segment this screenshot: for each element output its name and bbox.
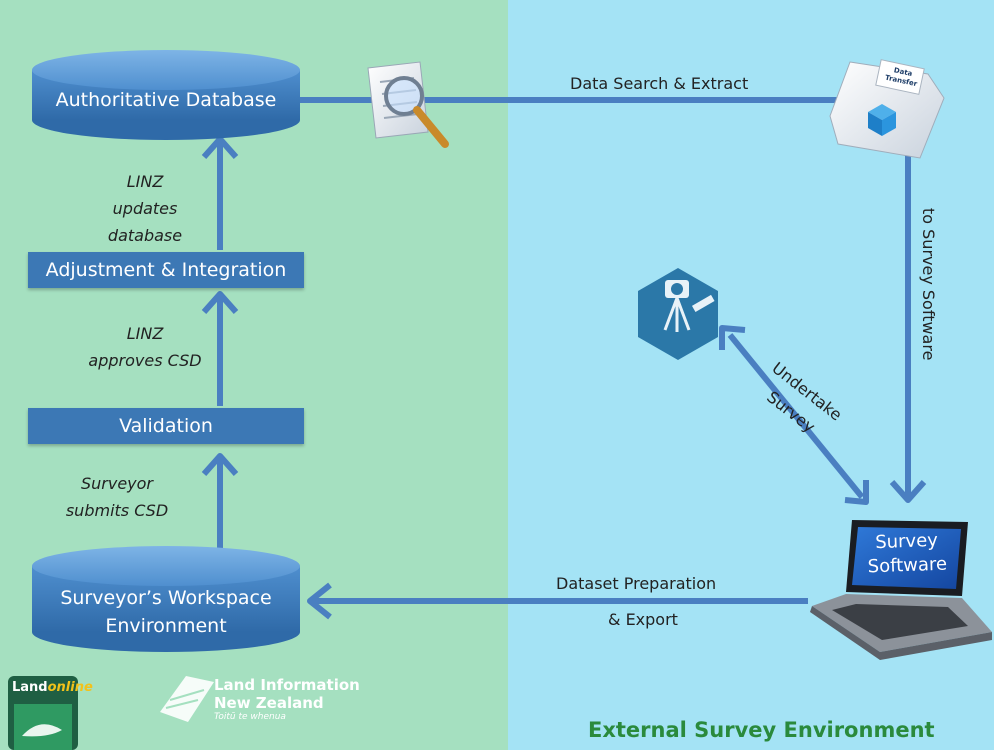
landonline-logo <box>8 676 78 750</box>
magnifier-document-icon <box>367 61 449 148</box>
workspace-label-line1: Surveyor’s Workspace <box>60 587 272 609</box>
logo-land: Land <box>12 680 48 695</box>
landonline-logo-text: Landonline <box>12 680 93 695</box>
linz-line2: New Zealand <box>214 694 324 712</box>
screen-line: Software <box>867 553 948 578</box>
update-arrowhead <box>201 136 239 159</box>
submit-arrowhead <box>201 453 239 476</box>
note-line: approves CSD <box>88 351 202 370</box>
workspace-database-cylinder <box>32 546 300 652</box>
dataset-preparation-label: Dataset Preparation <box>556 574 717 593</box>
dataset-export-label: & Export <box>608 610 678 629</box>
laptop-screen-text: Survey Software <box>857 528 957 579</box>
screen-line: Survey <box>874 529 939 554</box>
note-line: LINZ <box>126 324 164 343</box>
survey-instrument-icon <box>638 268 718 360</box>
to-survey-software-arrowhead <box>889 480 927 503</box>
dataset-export-arrowhead <box>307 582 332 620</box>
approve-arrowhead <box>201 291 239 314</box>
note-line: LINZ <box>126 172 164 191</box>
logo-online: online <box>47 680 93 695</box>
arrows <box>201 97 927 620</box>
linz-emblem-icon <box>160 676 214 722</box>
to-survey-software-label: to Survey Software <box>919 208 938 361</box>
data-transfer-box-icon <box>829 59 945 159</box>
linz-logo-text: Land Information New Zealand Toitū te wh… <box>214 676 360 723</box>
laptop-icon <box>810 520 992 660</box>
authoritative-database-label: Authoritative Database <box>55 89 277 111</box>
note-line: updates database <box>107 199 183 245</box>
workspace-database-label: Surveyor’s Workspace Environment <box>32 584 300 640</box>
linz-line3: Toitū te whenua <box>214 712 286 722</box>
linz-updates-note: LINZ updates database <box>80 168 210 249</box>
undertake-arrowhead-top <box>719 325 746 350</box>
note-line: Surveyor <box>80 474 154 493</box>
undertake-survey-line <box>727 333 865 499</box>
undertake-arrowhead-bottom <box>844 480 869 505</box>
note-line: submits CSD <box>65 501 169 520</box>
surveyor-submits-note: Surveyor submits CSD <box>52 470 182 524</box>
workspace-label-line2: Environment <box>105 615 227 637</box>
linz-line1: Land Information <box>214 676 360 694</box>
adjustment-integration-box: Adjustment & Integration <box>28 252 304 288</box>
authoritative-database-cylinder <box>32 50 300 140</box>
validation-box: Validation <box>28 408 304 444</box>
external-survey-environment-title: External Survey Environment <box>588 718 935 742</box>
data-search-extract-label: Data Search & Extract <box>570 74 749 93</box>
linz-approves-note: LINZ approves CSD <box>80 320 210 374</box>
